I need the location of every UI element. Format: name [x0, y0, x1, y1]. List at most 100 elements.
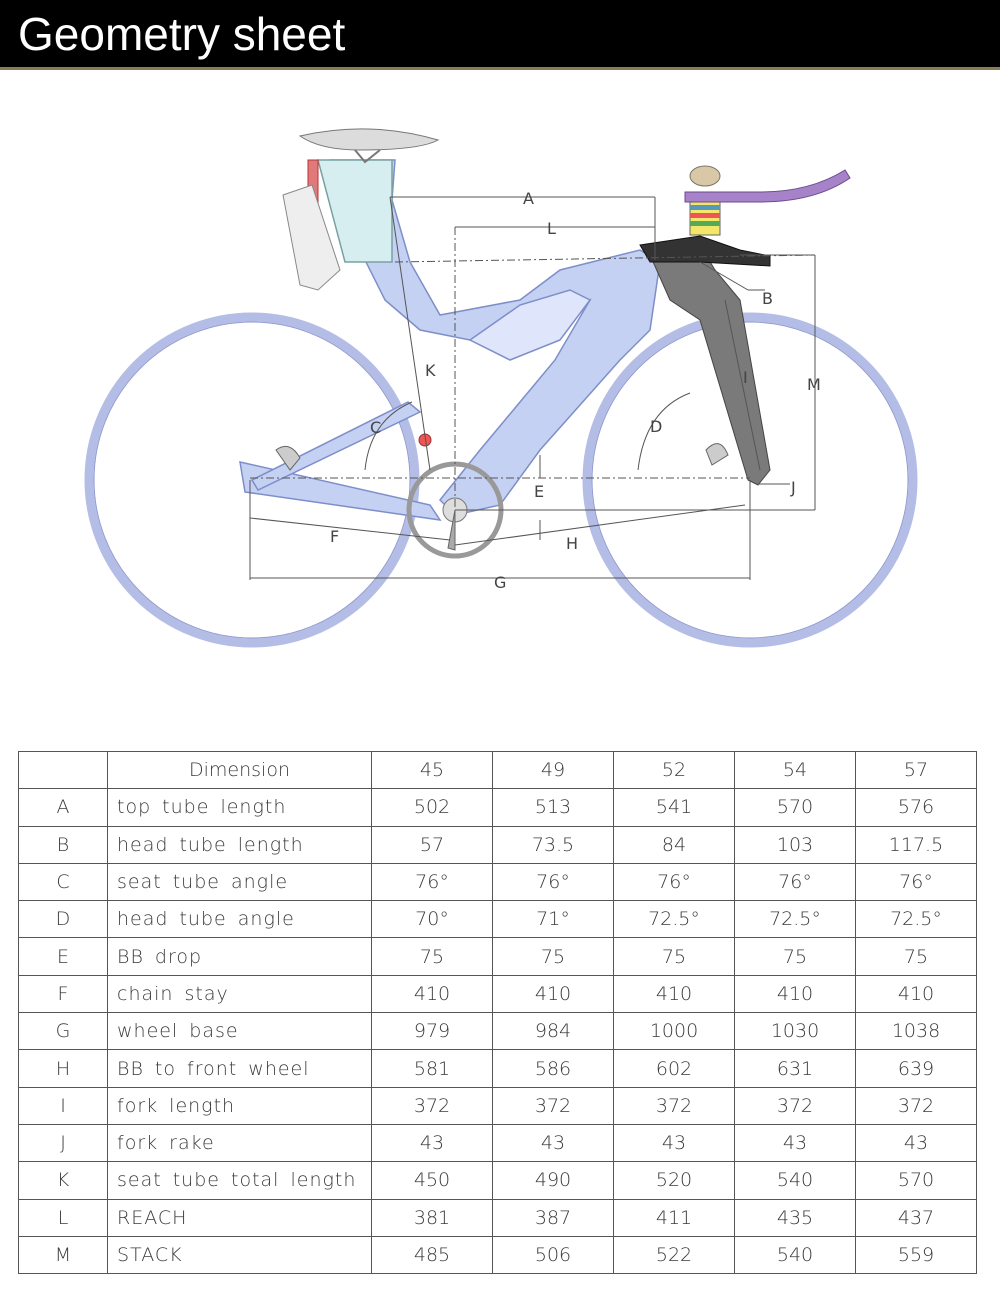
row-value: 75 — [734, 937, 856, 976]
row-dimension-name: head tube angle — [107, 900, 372, 939]
row-value: 639 — [855, 1049, 977, 1088]
row-key: A — [18, 788, 108, 827]
row-value: 570 — [734, 788, 856, 827]
label-c: C — [370, 418, 381, 437]
row-value: 979 — [371, 1012, 493, 1051]
row-value: 435 — [734, 1198, 856, 1237]
label-f: F — [330, 527, 339, 546]
row-value: 43 — [855, 1123, 977, 1163]
frame-window — [468, 289, 592, 361]
row-key: F — [18, 974, 108, 1014]
header-size: 54 — [734, 750, 856, 790]
row-dimension-name: fork rake — [107, 1123, 372, 1163]
header-bar: Geometry sheet — [0, 0, 1000, 70]
row-value: 387 — [492, 1198, 614, 1237]
row-value: 372 — [492, 1086, 614, 1125]
row-value: 372 — [371, 1086, 493, 1125]
row-value: 72.5° — [855, 900, 977, 939]
row-value: 75 — [371, 937, 493, 976]
row-value: 117.5 — [855, 825, 977, 864]
header-key-cell — [18, 750, 108, 790]
row-value: 1000 — [613, 1012, 735, 1051]
header-size: 45 — [371, 750, 493, 790]
row-value: 520 — [613, 1161, 735, 1200]
label-m: M — [807, 375, 821, 394]
row-dimension-name: chain stay — [107, 974, 372, 1014]
row-key: B — [18, 825, 108, 864]
row-value: 513 — [492, 788, 614, 827]
chainstay — [239, 461, 442, 521]
row-value: 43 — [371, 1123, 493, 1163]
row-value: 570 — [855, 1161, 977, 1200]
label-d: D — [650, 417, 662, 436]
dimension-labels: A L B M K I C D E J F H G — [330, 189, 821, 592]
row-value: 410 — [492, 974, 614, 1014]
bike-geometry-diagram: A L B M K I C D E J F H G — [0, 70, 1000, 720]
row-value: 43 — [734, 1123, 856, 1163]
rear-wheel — [84, 312, 420, 648]
row-value: 73.5 — [492, 825, 614, 864]
row-value: 581 — [371, 1049, 493, 1088]
arm-pad — [689, 165, 721, 187]
row-key: M — [18, 1235, 108, 1275]
rear-derailleur — [275, 445, 301, 471]
row-dimension-name: fork length — [107, 1086, 372, 1125]
row-value: 103 — [734, 825, 856, 864]
row-value: 559 — [855, 1235, 977, 1275]
row-dimension-name: top tube length — [107, 788, 372, 827]
row-value: 76° — [371, 862, 493, 902]
bike-drawing: A L B M K I C D E J F H G — [84, 128, 918, 648]
row-value: 76° — [734, 862, 856, 902]
row-value: 984 — [492, 1012, 614, 1051]
row-value: 372 — [734, 1086, 856, 1125]
row-key: C — [18, 862, 108, 902]
front-wheel-rim — [591, 321, 909, 639]
row-key: D — [18, 900, 108, 939]
label-k: K — [425, 361, 436, 380]
row-value: 437 — [855, 1198, 977, 1237]
label-l: L — [547, 219, 556, 238]
row-value: 410 — [855, 974, 977, 1014]
row-value: 1038 — [855, 1012, 977, 1051]
label-b: B — [762, 289, 773, 308]
page-title: Geometry sheet — [18, 8, 346, 60]
row-key: J — [18, 1123, 108, 1163]
row-key: K — [18, 1161, 108, 1200]
header-size: 49 — [492, 750, 614, 790]
row-key: I — [18, 1086, 108, 1125]
row-value: 576 — [855, 788, 977, 827]
row-value: 540 — [734, 1235, 856, 1275]
row-key: G — [18, 1012, 108, 1051]
row-value: 372 — [613, 1086, 735, 1125]
row-value: 631 — [734, 1049, 856, 1088]
row-value: 43 — [613, 1123, 735, 1163]
label-i: I — [743, 368, 748, 387]
row-value: 502 — [371, 788, 493, 827]
row-key: H — [18, 1049, 108, 1088]
row-value: 70° — [371, 900, 493, 939]
row-value: 602 — [613, 1049, 735, 1088]
row-value: 522 — [613, 1235, 735, 1275]
row-value: 372 — [855, 1086, 977, 1125]
rear-wheel-rim — [93, 321, 411, 639]
row-value: 410 — [613, 974, 735, 1014]
row-value: 410 — [371, 974, 493, 1014]
header-dimension: Dimension — [107, 750, 372, 790]
front-brake — [705, 443, 729, 466]
row-dimension-name: wheel base — [107, 1012, 372, 1051]
row-dimension-name: seat tube total length — [107, 1161, 372, 1200]
row-value: 43 — [492, 1123, 614, 1163]
row-key: L — [18, 1198, 108, 1237]
row-value: 381 — [371, 1198, 493, 1237]
row-value: 75 — [855, 937, 977, 976]
header-size: 57 — [855, 750, 977, 790]
